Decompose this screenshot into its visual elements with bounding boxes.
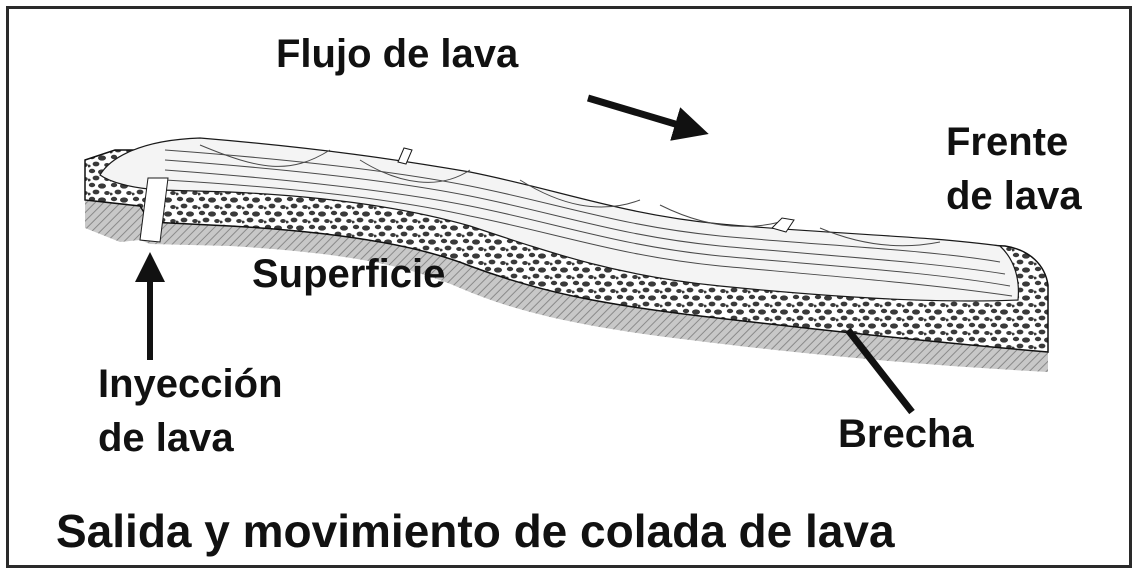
injection-label-line1: Inyección (98, 364, 283, 404)
flow-direction-arrow (588, 98, 702, 132)
lava-front-label-line2: de lava (946, 176, 1082, 216)
surface-crack (398, 148, 412, 164)
flow-direction-label: Flujo de lava (276, 34, 518, 74)
injection-label-line2: de lava (98, 418, 234, 458)
breccia-label: Brecha (838, 414, 974, 454)
lava-front-label-line1: Frente (946, 122, 1068, 162)
surface-label: Superficie (252, 254, 445, 294)
figure-caption: Salida y movimiento de colada de lava (56, 508, 895, 554)
